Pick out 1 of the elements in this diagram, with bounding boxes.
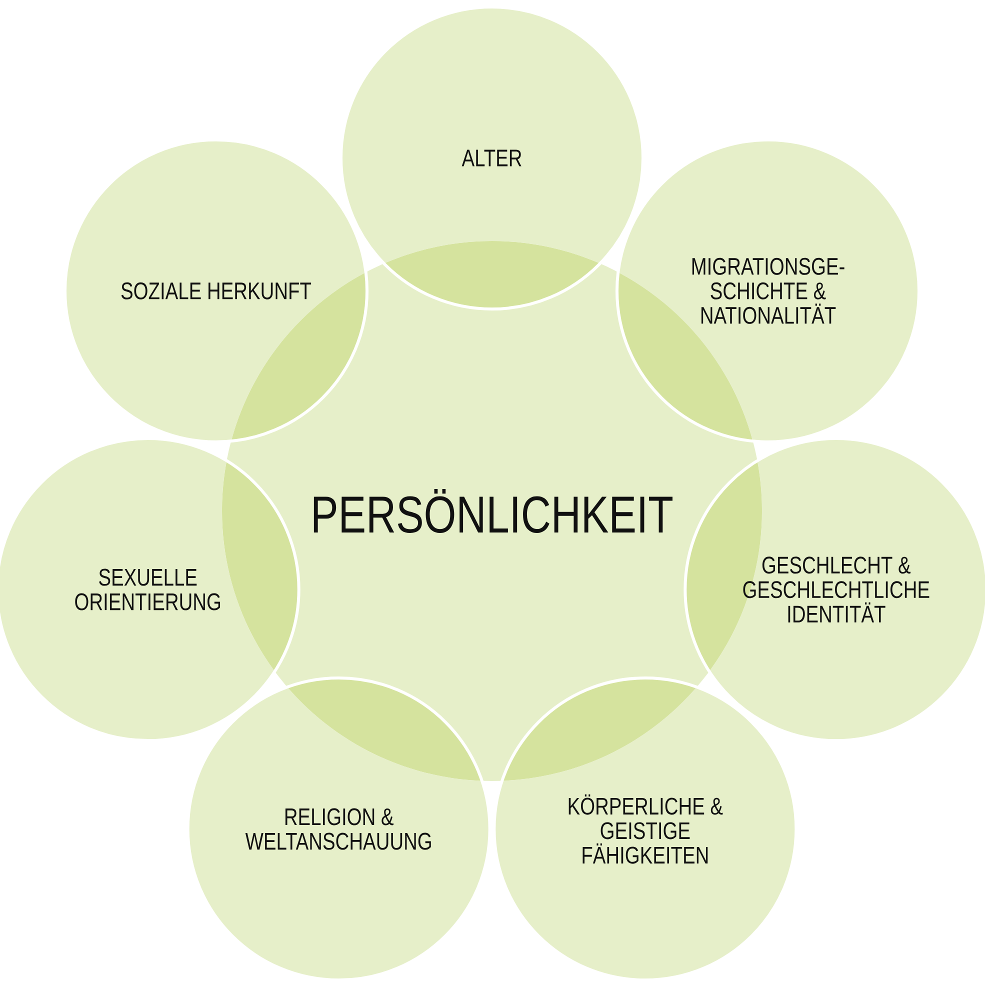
node-label: PERSÖNLICHKEIT xyxy=(314,488,672,534)
